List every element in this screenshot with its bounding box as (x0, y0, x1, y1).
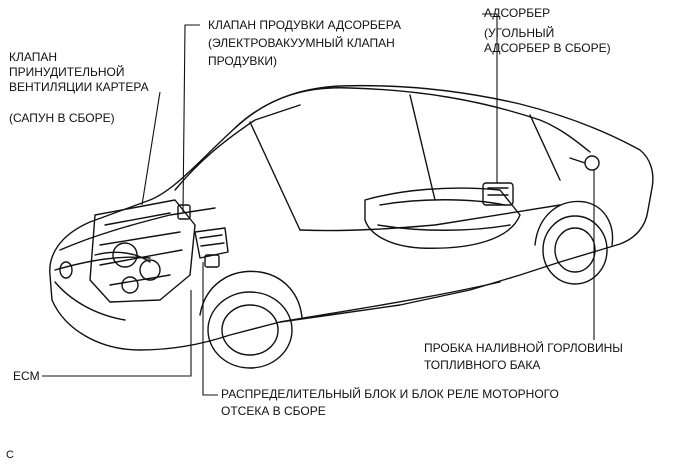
fuelcap-line-1: ПРОБКА НАЛИВНОЙ ГОРЛОВИНЫ (424, 341, 623, 355)
purge-line-2: (ЭЛЕКТРОВАКУУМНЫЙ КЛАПАН (208, 36, 395, 50)
purge-valve-shape (177, 204, 191, 220)
car-windshield (174, 104, 301, 191)
rear-wheel-arch (534, 200, 614, 246)
car-hood (59, 207, 216, 251)
label-canister-sub: (УГОЛЬНЫЙ АДСОРБЕР В СБОРЕ) (484, 26, 611, 56)
rear-wheel (542, 215, 608, 285)
engine-detail-1 (99, 212, 183, 286)
engine-pulley-2 (139, 259, 161, 281)
leader-pcv (141, 91, 161, 206)
engine-pulley-3 (121, 276, 139, 294)
front-wheel (207, 291, 293, 369)
label-fuel-cap: ПРОБКА НАЛИВНОЙ ГОРЛОВИНЫ ТОПЛИВНОГО БАК… (424, 341, 623, 373)
relay-block-shape (194, 227, 229, 259)
car-headlight (94, 251, 151, 263)
canister-sub-line-1: (УГОЛЬНЫЙ (484, 26, 555, 40)
car-b-pillar (409, 94, 436, 201)
car-emblem (59, 261, 73, 279)
car-a-pillar (249, 121, 301, 231)
relay-block-detail (199, 234, 225, 247)
canister-sub-line-2: АДСОРБЕР В СБОРЕ) (484, 41, 611, 55)
ecm-shape (204, 254, 220, 268)
car-sill (279, 281, 501, 323)
pcv-line-3: ВЕНТИЛЯЦИИ КАРТЕРА (9, 80, 149, 94)
car-roof (234, 87, 591, 153)
leader-canister (482, 13, 498, 183)
leader-relay (202, 262, 218, 396)
rear-wheel-inner (554, 227, 596, 273)
fuel-filler-pipe (569, 157, 586, 164)
pcv-line-1: КЛАПАН (9, 50, 58, 64)
car-grille (54, 281, 126, 321)
engine-block (89, 199, 196, 303)
fuel-tank-detail2 (377, 224, 511, 231)
car-body-outline (49, 84, 654, 351)
car-door-line (299, 204, 561, 232)
fuelcap-line-2: ТОПЛИВНОГО БАКА (424, 358, 541, 372)
front-wheel-inner (221, 304, 279, 356)
fuel-tank-detail (379, 199, 506, 206)
label-pcv-valve: КЛАПАН ПРИНУДИТЕЛЬНОЙ ВЕНТИЛЯЦИИ КАРТЕРА (9, 50, 149, 95)
engine-pulley-1 (112, 242, 138, 268)
relay-line-1: РАСПРЕДЕЛИТЕЛЬНЫЙ БЛОК И БЛОК РЕЛЕ МОТОР… (221, 387, 559, 401)
front-wheel-arch (199, 270, 303, 319)
leader-purge (182, 24, 200, 213)
fuel-cap-shape (584, 155, 600, 171)
label-ecm: ECM (13, 369, 40, 383)
leader-ecm (42, 290, 192, 377)
label-canister: АДСОРБЕР (484, 6, 551, 20)
label-pcv-sub: (САПУН В СБОРЕ) (9, 111, 115, 125)
label-purge-valve: КЛАПАН ПРОДУВКИ АДСОРБЕРА (ЭЛЕКТРОВАКУУМ… (208, 18, 401, 69)
relay-line-2: ОТСЕКА В СБОРЕ (221, 404, 326, 418)
pcv-line-2: ПРИНУДИТЕЛЬНОЙ (9, 65, 125, 79)
figure-code: C (6, 449, 14, 461)
purge-line-3: ПРОДУВКИ) (208, 54, 277, 68)
label-relay-block: РАСПРЕДЕЛИТЕЛЬНЫЙ БЛОК И БЛОК РЕЛЕ МОТОР… (221, 387, 559, 419)
canister-detail (487, 187, 509, 196)
purge-line-1: КЛАПАН ПРОДУВКИ АДСОРБЕРА (208, 18, 401, 32)
fuel-tank (364, 187, 521, 249)
canister-shape (482, 182, 514, 206)
car-c-pillar (529, 114, 561, 181)
